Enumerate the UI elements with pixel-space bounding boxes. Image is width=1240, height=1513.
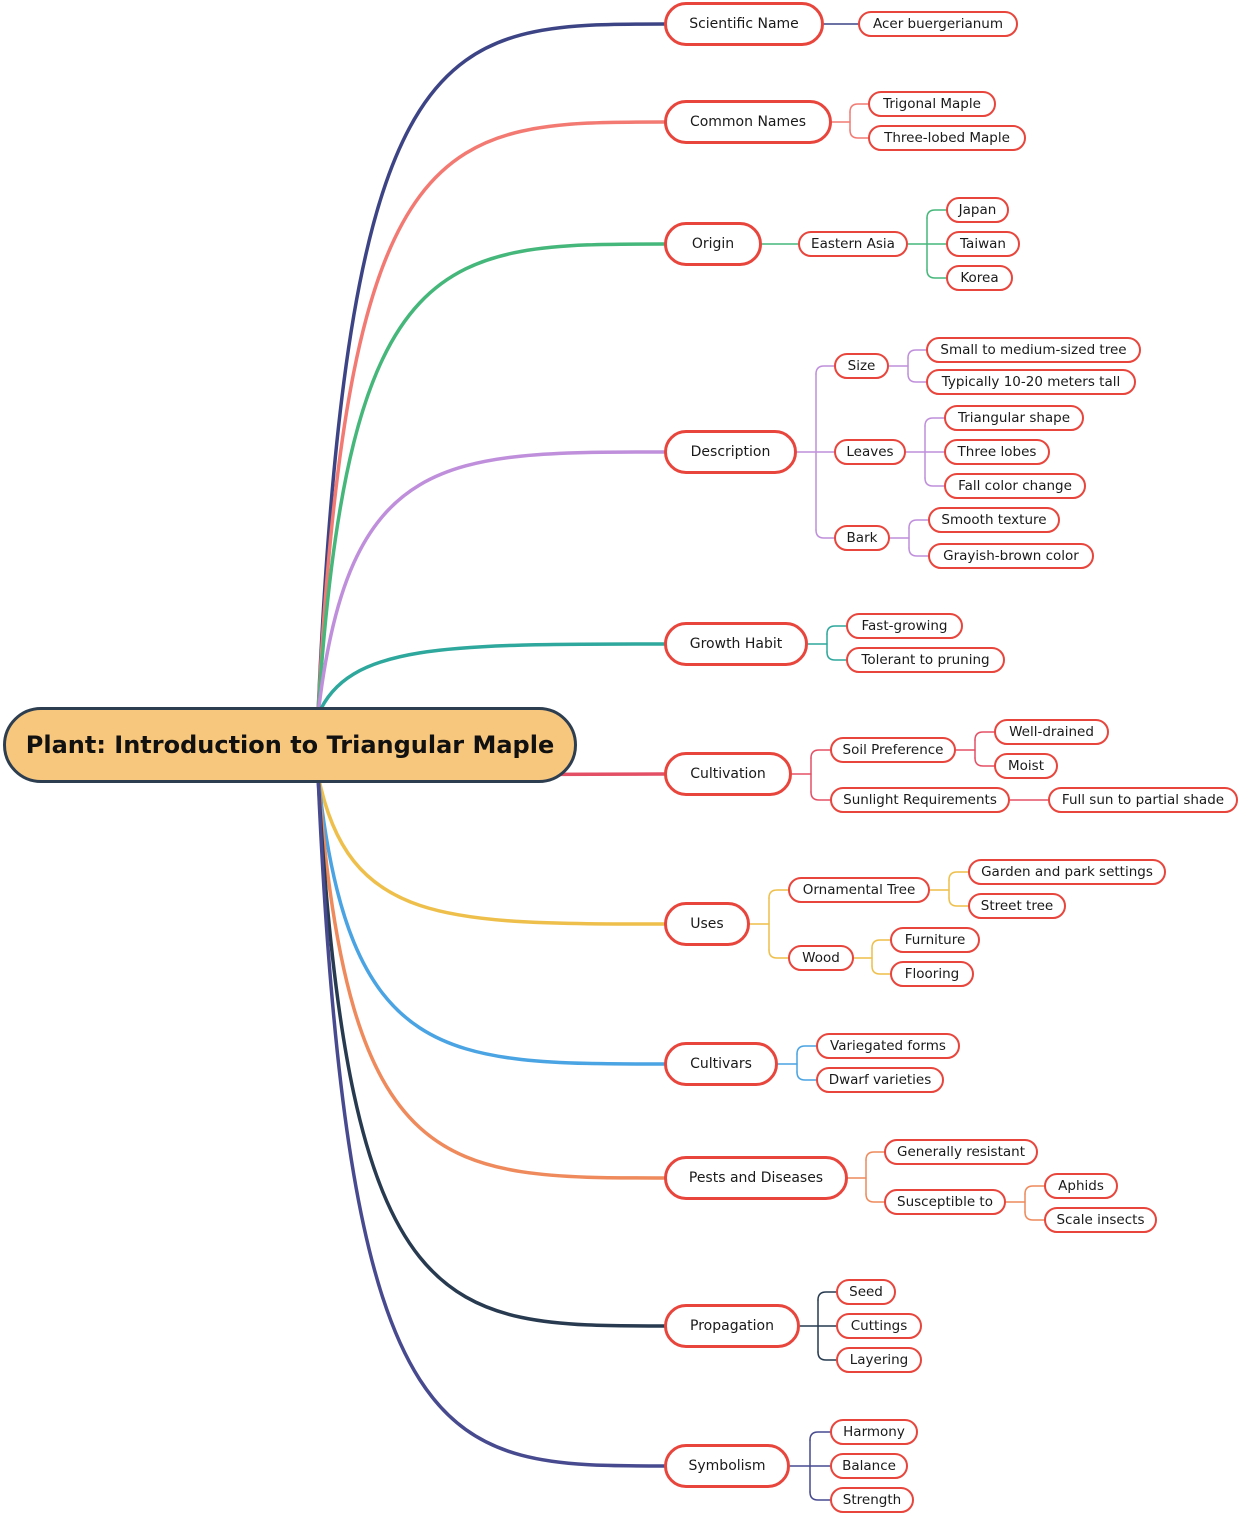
- connector: [768, 889, 789, 899]
- branch-pests-and-diseases[interactable]: Pests and Diseases: [664, 1156, 848, 1200]
- branch-curve-propagation: [316, 773, 666, 1328]
- topic-taiwan[interactable]: Taiwan: [946, 231, 1020, 257]
- connector: [849, 103, 869, 113]
- topic-generally-resistant[interactable]: Generally resistant: [884, 1139, 1038, 1165]
- branch-cultivars[interactable]: Cultivars: [664, 1042, 778, 1086]
- branch-curve-growth-habit: [316, 642, 666, 717]
- topic-flooring[interactable]: Flooring: [890, 961, 974, 987]
- branch-uses[interactable]: Uses: [664, 902, 750, 946]
- topic-well-drained[interactable]: Well-drained: [994, 719, 1109, 745]
- connector: [974, 757, 995, 767]
- topic-harmony[interactable]: Harmony: [830, 1419, 918, 1445]
- topic-furniture[interactable]: Furniture: [890, 927, 980, 953]
- central-topic[interactable]: Plant: Introduction to Triangular Maple: [3, 707, 577, 783]
- topic-three-lobed-maple[interactable]: Three-lobed Maple: [868, 125, 1026, 151]
- connector: [809, 1491, 831, 1501]
- branch-symbolism[interactable]: Symbolism: [664, 1444, 790, 1488]
- branch-curve-origin: [316, 242, 666, 717]
- branch-scientific-name[interactable]: Scientific Name: [664, 2, 824, 46]
- topic-cuttings[interactable]: Cuttings: [836, 1313, 922, 1339]
- branch-origin[interactable]: Origin: [664, 222, 762, 266]
- topic-japan[interactable]: Japan: [946, 197, 1009, 223]
- topic-bark[interactable]: Bark: [834, 525, 890, 551]
- topic-street-tree[interactable]: Street tree: [968, 893, 1066, 919]
- connector: [908, 519, 929, 529]
- topic-seed[interactable]: Seed: [836, 1279, 896, 1305]
- topic-soil-preference[interactable]: Soil Preference: [830, 737, 956, 763]
- topic-garden-and-park-settings[interactable]: Garden and park settings: [968, 859, 1166, 885]
- connector: [815, 365, 835, 375]
- topic-smooth-texture[interactable]: Smooth texture: [928, 507, 1060, 533]
- topic-variegated-forms[interactable]: Variegated forms: [816, 1033, 960, 1059]
- topic-scale-insects[interactable]: Scale insects: [1044, 1207, 1157, 1233]
- topic-grayish-brown-color[interactable]: Grayish-brown color: [928, 543, 1094, 569]
- topic-three-lobes[interactable]: Three lobes: [944, 439, 1050, 465]
- topic-layering[interactable]: Layering: [836, 1347, 922, 1373]
- connector: [948, 871, 969, 881]
- branch-curve-common-names: [316, 120, 666, 717]
- topic-trigonal-maple[interactable]: Trigonal Maple: [868, 91, 996, 117]
- connector: [796, 1045, 817, 1055]
- connector: [907, 349, 927, 359]
- connector: [849, 129, 869, 139]
- connector: [926, 269, 947, 279]
- topic-tolerant-to-pruning[interactable]: Tolerant to pruning: [846, 647, 1005, 673]
- branch-curve-pests-and-diseases: [316, 773, 666, 1180]
- connector: [826, 651, 847, 661]
- connector: [948, 897, 969, 907]
- connector: [871, 965, 891, 975]
- connector: [1024, 1211, 1045, 1221]
- branch-cultivation[interactable]: Cultivation: [664, 752, 792, 796]
- connector: [810, 749, 831, 759]
- topic-susceptible-to[interactable]: Susceptible to: [884, 1189, 1006, 1215]
- topic-leaves[interactable]: Leaves: [834, 439, 906, 465]
- connector: [865, 1151, 885, 1161]
- topic-size[interactable]: Size: [834, 353, 889, 379]
- topic-moist[interactable]: Moist: [994, 753, 1058, 779]
- branch-curve-symbolism: [316, 773, 666, 1468]
- topic-sunlight-requirements[interactable]: Sunlight Requirements: [830, 787, 1010, 813]
- branch-description[interactable]: Description: [664, 430, 797, 474]
- topic-ornamental-tree[interactable]: Ornamental Tree: [788, 877, 930, 903]
- connector: [768, 949, 789, 959]
- connector: [796, 1071, 817, 1081]
- connector: [815, 529, 835, 539]
- connector: [907, 373, 927, 383]
- topic-small-to-medium-sized-tree[interactable]: Small to medium-sized tree: [926, 337, 1141, 363]
- topic-eastern-asia[interactable]: Eastern Asia: [798, 231, 908, 257]
- connector: [865, 1193, 885, 1203]
- topic-acer-buergerianum[interactable]: Acer buergerianum: [858, 11, 1018, 37]
- branch-curve-uses: [316, 773, 666, 926]
- topic-fall-color-change[interactable]: Fall color change: [944, 473, 1086, 499]
- topic-full-sun-to-partial-shade[interactable]: Full sun to partial shade: [1048, 787, 1238, 813]
- connector: [974, 731, 995, 741]
- branch-growth-habit[interactable]: Growth Habit: [664, 622, 808, 666]
- branch-curve-cultivars: [316, 773, 666, 1066]
- connector: [817, 1291, 837, 1301]
- connector: [871, 939, 891, 949]
- topic-triangular-shape[interactable]: Triangular shape: [944, 405, 1084, 431]
- connector: [817, 1351, 837, 1361]
- topic-typically-10-20-meters-tall[interactable]: Typically 10-20 meters tall: [926, 369, 1136, 395]
- connector: [924, 477, 945, 487]
- topic-fast-growing[interactable]: Fast-growing: [846, 613, 963, 639]
- connector: [908, 547, 929, 557]
- connector: [924, 417, 945, 427]
- connector: [926, 209, 947, 219]
- connector: [810, 791, 831, 801]
- branch-curve-scientific-name: [316, 22, 666, 717]
- branch-common-names[interactable]: Common Names: [664, 100, 832, 144]
- topic-dwarf-varieties[interactable]: Dwarf varieties: [816, 1067, 944, 1093]
- topic-balance[interactable]: Balance: [830, 1453, 908, 1479]
- branch-curve-description: [316, 450, 666, 717]
- topic-korea[interactable]: Korea: [946, 265, 1013, 291]
- topic-aphids[interactable]: Aphids: [1044, 1173, 1118, 1199]
- connector: [826, 625, 847, 635]
- branch-propagation[interactable]: Propagation: [664, 1304, 800, 1348]
- connector: [1024, 1185, 1045, 1195]
- topic-strength[interactable]: Strength: [830, 1487, 914, 1513]
- connector: [809, 1431, 831, 1441]
- topic-wood[interactable]: Wood: [788, 945, 854, 971]
